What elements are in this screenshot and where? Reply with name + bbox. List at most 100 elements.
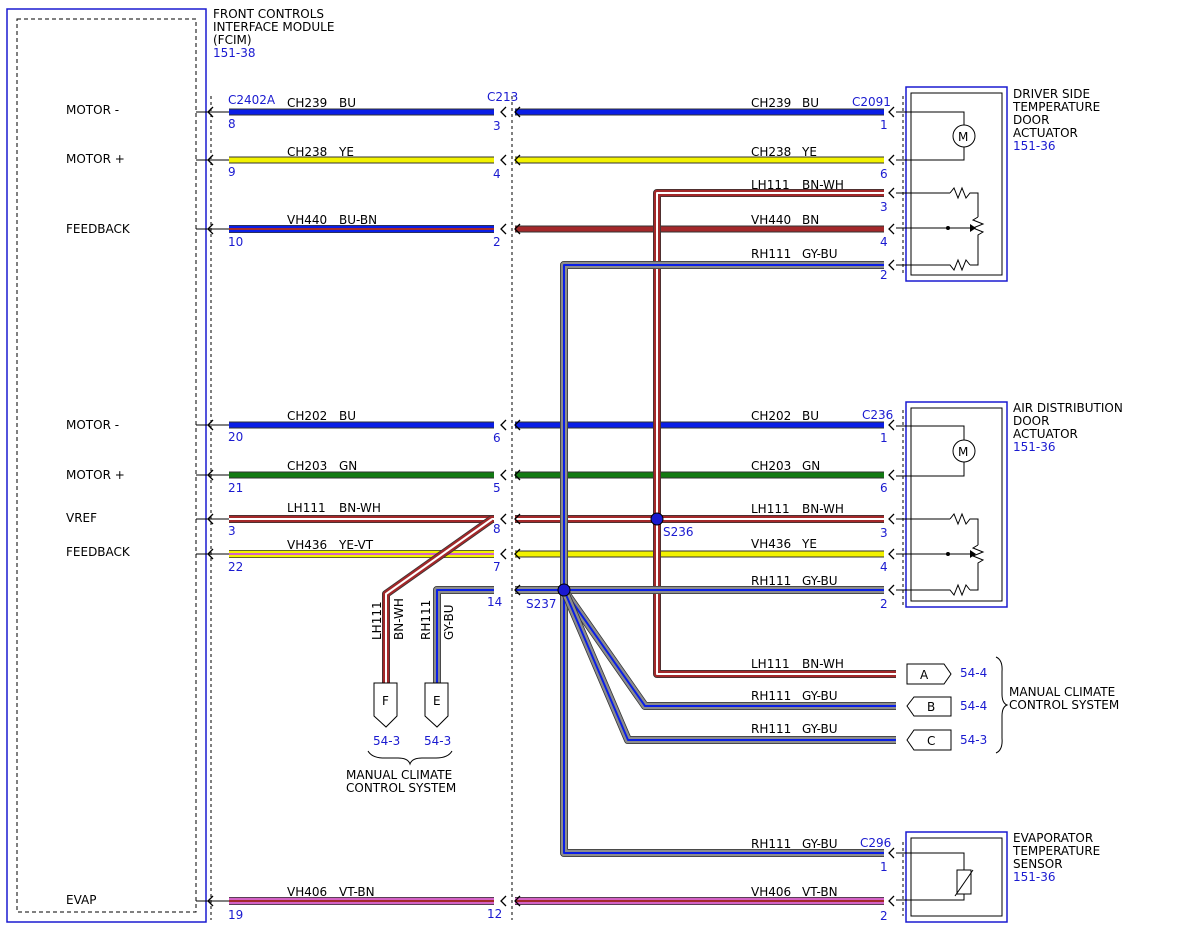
wire-circuit: CH239: [287, 96, 327, 110]
offpage-connector-a[interactable]: A: [906, 663, 952, 685]
offpage-ref-link[interactable]: 54-3: [373, 734, 400, 748]
wire-color: BN-WH: [392, 598, 406, 640]
driver-title-line-1: DRIVER SIDE: [1013, 87, 1090, 101]
wire-circuit: VH406: [287, 885, 327, 899]
resistor-symbol: [896, 258, 971, 272]
airdist-title-line-2: DOOR: [1013, 414, 1049, 428]
wire-circuit: RH111: [419, 600, 433, 640]
pin-arrow-icon: [500, 106, 507, 118]
pin-arrow-icon: [500, 469, 507, 481]
offpage-letter: F: [382, 694, 389, 708]
driver-title-line-3: DOOR: [1013, 113, 1049, 127]
connector-label-c2402a: C2402A: [228, 93, 276, 107]
evap-title-line-3: SENSOR: [1013, 857, 1063, 871]
wire-color: BU: [339, 409, 356, 423]
wire-color: GN: [339, 459, 357, 473]
wire-circuit: RH111: [751, 722, 791, 736]
airdist-title-line-1: AIR DISTRIBUTION: [1013, 401, 1123, 415]
fcim-title-line-2: INTERFACE MODULE: [213, 20, 334, 34]
offpage-connector-e[interactable]: E: [424, 682, 449, 728]
mccs-right-line-1: MANUAL CLIMATE: [1009, 685, 1115, 699]
pin-arrow-icon: [888, 154, 895, 166]
wire-color: BN-WH: [802, 502, 844, 516]
wire-rh111-to-b: [560, 587, 896, 710]
splice-s236: [650, 512, 664, 526]
pin-number: 2: [880, 268, 888, 282]
pin-number: 2: [880, 909, 888, 923]
resistor-symbol: [970, 216, 985, 266]
wires-layer: [229, 108, 896, 905]
pin-arrow-icon: [888, 847, 895, 859]
pin-arrow-icon: [888, 584, 895, 596]
wire-circuit: LH111: [370, 601, 384, 640]
pin-arrow-icon: [207, 223, 214, 235]
motor-symbol: [952, 124, 976, 148]
wire-circuit: CH203: [287, 459, 327, 473]
pin-arrow-icon: [514, 895, 521, 907]
pin-arrow-icon: [514, 106, 521, 118]
evap-title-line-1: EVAPORATOR: [1013, 831, 1093, 845]
evap-ref-link[interactable]: 151-36: [1013, 870, 1056, 884]
pin-number: 3: [880, 526, 888, 540]
wire-circuit: CH238: [751, 145, 791, 159]
offpage-ref-link[interactable]: 54-4: [960, 699, 987, 713]
resistor-symbol: [970, 544, 985, 591]
pin-arrow-icon: [888, 419, 895, 431]
pin-arrow-icon: [500, 895, 507, 907]
driver-title-line-4: ACTUATOR: [1013, 126, 1078, 140]
pin-number: 3: [880, 200, 888, 214]
pin-number: 1: [880, 431, 888, 445]
pin-number: 3: [228, 524, 236, 538]
wire-color: YE: [801, 537, 817, 551]
airdist-actuator-inner: [910, 407, 1003, 602]
offpage-connector-f[interactable]: F: [373, 682, 398, 728]
wire-color: YE: [801, 145, 817, 159]
pin-label-motor-minus: MOTOR -: [66, 103, 119, 117]
wire-lh111-trunk: [653, 189, 896, 678]
offpage-ref-link[interactable]: 54-3: [960, 733, 987, 747]
connector-label-c213: C213: [487, 90, 518, 104]
wire-color: VT-BN: [802, 885, 838, 899]
evaporator-temperature-sensor: EVAPORATOR TEMPERATURE SENSOR 151-36: [896, 831, 1100, 923]
airdist-ref-link[interactable]: 151-36: [1013, 440, 1056, 454]
wire-circuit: VH436: [751, 537, 791, 551]
resistor-symbol: [949, 186, 979, 217]
wire-circuit: CH202: [287, 409, 327, 423]
pin-number: 1: [880, 118, 888, 132]
thermistor-icon: [956, 869, 972, 895]
offpage-letter: C: [927, 734, 935, 748]
pin-arrow-icon: [888, 187, 895, 199]
offpage-ref-link[interactable]: 54-4: [960, 666, 987, 680]
pin-number: 4: [880, 560, 888, 574]
pin-arrow-icon: [888, 895, 895, 907]
pin-number: 4: [880, 235, 888, 249]
pin-number: 2: [880, 597, 888, 611]
wire-circuit: VH440: [751, 213, 791, 227]
fcim-title-line-3: (FCIM): [213, 33, 252, 47]
pin-arrow-icon: [207, 513, 214, 525]
offpage-connector-b[interactable]: B: [906, 696, 952, 717]
motor-letter: M: [958, 130, 968, 144]
fcim-ref-link[interactable]: 151-38: [213, 46, 256, 60]
wire-circuit: LH111: [751, 657, 790, 671]
wire-color: VT-BN: [339, 885, 375, 899]
driver-ref-link[interactable]: 151-36: [1013, 139, 1056, 153]
wiper-arrow-icon: [970, 224, 976, 232]
offpage-letter: A: [920, 668, 929, 682]
offpage-connector-c[interactable]: C: [906, 729, 952, 751]
pin-number: 4: [493, 167, 501, 181]
pin-number: 19: [228, 908, 243, 922]
pin-arrow-icon: [514, 513, 521, 525]
offpage-ref-link[interactable]: 54-3: [424, 734, 451, 748]
wire-circuit: RH111: [751, 247, 791, 261]
pin-number: 21: [228, 481, 243, 495]
thermistor-icon: [954, 869, 974, 897]
brace-icon: [995, 656, 1009, 754]
pin-number: 20: [228, 430, 243, 444]
pin-number: 2: [493, 235, 501, 249]
pin-arrow-icon: [500, 223, 507, 235]
motor-lead: [896, 462, 965, 477]
wire-circuit: CH203: [751, 459, 791, 473]
connector-label-c296: C296: [860, 836, 891, 850]
wire-circuit: VH436: [287, 538, 327, 552]
